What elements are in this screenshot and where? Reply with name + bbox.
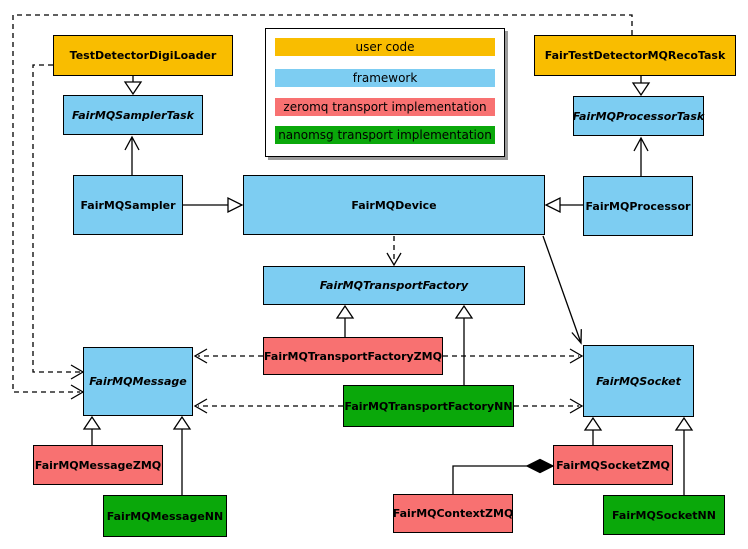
dependency-device-factory [386,236,402,267]
class-box-fair-test-detector-mq-reco-task: FairTestDetectorMQRecoTask [534,35,736,76]
class-box-fairmq-transport-factory: FairMQTransportFactory [263,266,525,305]
generalization-socketzmq-socket [583,416,603,445]
class-box-fairmq-socket-zmq: FairMQSocketZMQ [553,445,673,485]
class-box-fairmq-sampler-task: FairMQSamplerTask [63,95,203,135]
generalization-messagenn-message [172,415,192,495]
generalization-recotask-processortask [631,76,651,97]
association-device-socket [542,235,582,345]
generalization-sampler-device [183,196,244,214]
legend-item-zeromq: zeromq transport implementation [275,98,495,116]
class-box-fairmq-message: FairMQMessage [83,347,193,416]
legend-item-framework: framework [275,69,495,87]
generalization-socketnn-socket [674,416,694,495]
class-box-test-detector-digi-loader: TestDetectorDigiLoader [53,35,233,76]
class-box-fairmq-processor-task: FairMQProcessorTask [573,96,704,136]
generalization-factorynn-factory [454,304,474,385]
association-processor-processortask [633,136,649,176]
class-box-fairmq-transport-factory-nn: FairMQTransportFactoryNN [343,385,514,427]
class-box-fairmq-transport-factory-zmq: FairMQTransportFactoryZMQ [263,337,443,375]
generalization-processor-device [544,196,583,214]
generalization-digiloader-samplertask [123,76,143,96]
composition-socketzmq-contextzmq [452,458,555,494]
legend-item-nanomsg: nanomsg transport implementation [275,126,495,144]
generalization-factoryzmq-factory [335,304,355,337]
class-box-fairmq-context-zmq: FairMQContextZMQ [393,494,513,533]
dependency-factorynn-socket [514,398,584,414]
legend-item-user-code: user code [275,38,495,56]
class-box-fairmq-socket: FairMQSocket [583,345,694,417]
dependency-factorynn-message [193,398,343,414]
class-box-fairmq-sampler: FairMQSampler [73,175,183,235]
generalization-messagezmq-message [82,415,102,445]
class-box-fairmq-socket-nn: FairMQSocketNN [603,495,725,535]
class-box-fairmq-device: FairMQDevice [243,175,545,235]
class-box-fairmq-message-zmq: FairMQMessageZMQ [33,445,163,485]
dependency-factoryzmq-message [193,348,263,364]
legend: user code framework zeromq transport imp… [265,28,505,157]
association-sampler-samplertask [124,135,140,175]
dependency-factoryzmq-socket [443,348,584,364]
class-box-fairmq-message-nn: FairMQMessageNN [103,495,227,537]
class-box-fairmq-processor: FairMQProcessor [583,176,693,236]
